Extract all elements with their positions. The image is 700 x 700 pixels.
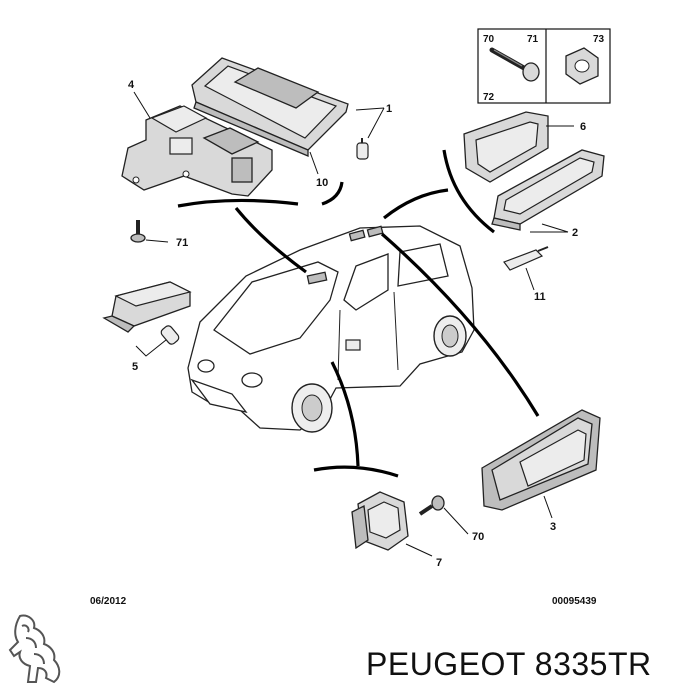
callout-3: 3 [550, 521, 556, 533]
callout-11: 11 [534, 291, 546, 303]
part-5-lamp [102, 281, 192, 345]
van-illustration [187, 225, 475, 433]
part-70-screw [418, 495, 445, 516]
connector-arcs [177, 149, 540, 478]
inset-label-73: 73 [593, 34, 605, 45]
inset-label-71: 71 [527, 34, 539, 45]
part-71-screw [130, 220, 146, 243]
callout-71: 71 [176, 237, 188, 249]
callout-5: 5 [132, 361, 138, 373]
callout-70: 70 [472, 531, 484, 543]
part-1-bulb [356, 138, 369, 160]
inset-label-72: 72 [483, 92, 495, 103]
part-3-lamp [481, 409, 601, 511]
fastener-inset: 70 71 72 73 [477, 28, 611, 104]
callout-7: 7 [436, 557, 442, 569]
part-6-lens [463, 111, 549, 183]
part-11-bulb [503, 246, 549, 271]
date-code: 06/2012 [90, 596, 127, 607]
brand-part-number: PEUGEOT 8335TR [366, 646, 652, 682]
leader-lines [133, 91, 574, 557]
callout-6: 6 [580, 121, 586, 133]
reference-code: 00095439 [552, 596, 597, 607]
part-7-switch [351, 491, 409, 551]
callout-1: 1 [386, 103, 392, 115]
callout-2: 2 [572, 227, 578, 239]
part-4-bracket [121, 105, 273, 197]
nut-icon [565, 47, 599, 85]
peugeot-lion-icon [8, 614, 61, 684]
callout-labels: 4 1 10 71 5 6 2 11 3 70 7 06/2012 000954… [90, 79, 597, 607]
part-2-reading-light [491, 149, 605, 231]
callout-10: 10 [316, 177, 328, 189]
callout-4: 4 [128, 79, 135, 91]
screw-icon [489, 47, 540, 82]
part-10-dome-light [191, 57, 349, 157]
inset-label-70: 70 [483, 34, 495, 45]
